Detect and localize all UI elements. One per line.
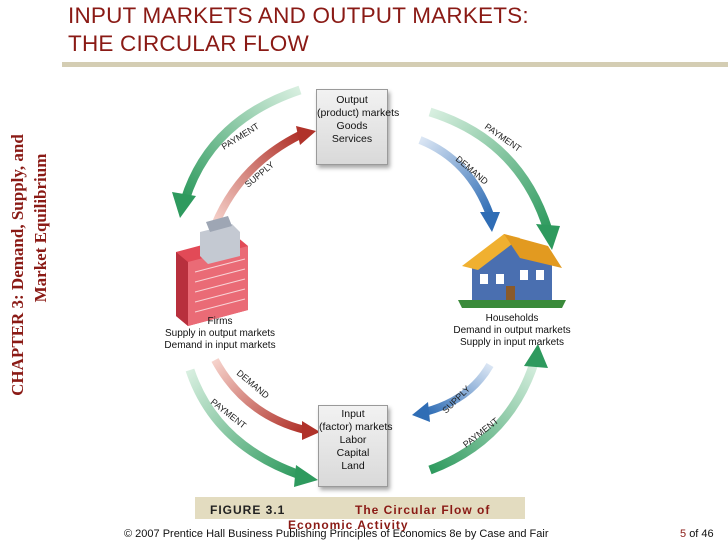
firms-building-icon <box>176 216 248 326</box>
figure-number: FIGURE 3.1 <box>210 503 286 517</box>
figure-title-line2: Economic Activity <box>288 518 409 532</box>
input-market-line2: (factor) markets <box>319 421 393 433</box>
input-market-line3: Labor <box>339 434 367 446</box>
output-market-line3: Goods <box>336 120 368 132</box>
firms-caption: Firms Supply in output markets Demand in… <box>150 316 290 352</box>
demand-arrowhead-input <box>302 421 320 440</box>
input-market-line1: Input <box>341 408 365 420</box>
households-house-icon <box>458 234 566 308</box>
figure-title-line1: The Circular Flow of <box>355 503 491 517</box>
households-caption: Households Demand in output markets Supp… <box>442 313 582 349</box>
footer-copyright: © 2007 Prentice Hall Business Publishing… <box>124 528 549 540</box>
slide-title: INPUT MARKETS AND OUTPUT MARKETS: THE CI… <box>68 2 723 58</box>
demand-arrowhead-output <box>480 212 500 232</box>
payment-arrowhead-top-right <box>536 224 560 250</box>
payment-arrow-bottom-left <box>185 368 302 480</box>
page-number: 5 <box>680 528 687 540</box>
households-line1: Demand in output markets <box>453 325 571 336</box>
output-market-line2: (product) markets <box>317 107 400 119</box>
output-market-line4: Services <box>331 133 373 145</box>
payment-arrowhead-bottom-right <box>524 344 548 368</box>
title-divider <box>62 62 728 67</box>
supply-arrow-output <box>211 131 302 227</box>
input-market-line4: Capital <box>336 447 370 459</box>
payment-arrow-top-right <box>428 107 553 232</box>
demand-arrow-output <box>418 136 494 217</box>
households-name: Households <box>485 313 539 324</box>
page-indicator: 5 of 46 <box>680 528 714 540</box>
demand-arrow-input <box>211 358 306 434</box>
supply-arrow-input <box>423 362 494 416</box>
payment-arrowhead-bottom-left <box>294 465 318 487</box>
page-total: of 46 <box>689 528 714 540</box>
slide-title-line2: THE CIRCULAR FLOW <box>68 31 309 56</box>
slide-title-line1: INPUT MARKETS AND OUTPUT MARKETS: <box>68 3 529 28</box>
figure-caption-bar <box>195 497 525 519</box>
firms-name: Firms <box>207 316 233 327</box>
input-market-box: Input (factor) markets Labor Capital Lan… <box>318 405 393 487</box>
firms-line1: Supply in output markets <box>164 328 276 339</box>
output-market-box: Output (product) markets Goods Services <box>316 89 400 165</box>
payment-arrow-bottom-right <box>428 358 540 475</box>
supply-arrowhead-output <box>296 126 316 145</box>
label-supply-bottom-right: SUPPLY <box>440 384 472 416</box>
input-market-line5: Land <box>341 460 365 472</box>
supply-arrowhead-input <box>412 402 430 422</box>
payment-arrow-top-left <box>180 85 302 202</box>
output-market-line1: Output <box>336 94 368 106</box>
households-line2: Supply in input markets <box>460 337 564 348</box>
firms-line2: Demand in input markets <box>164 340 276 351</box>
payment-arrowhead-top-left <box>172 192 196 218</box>
